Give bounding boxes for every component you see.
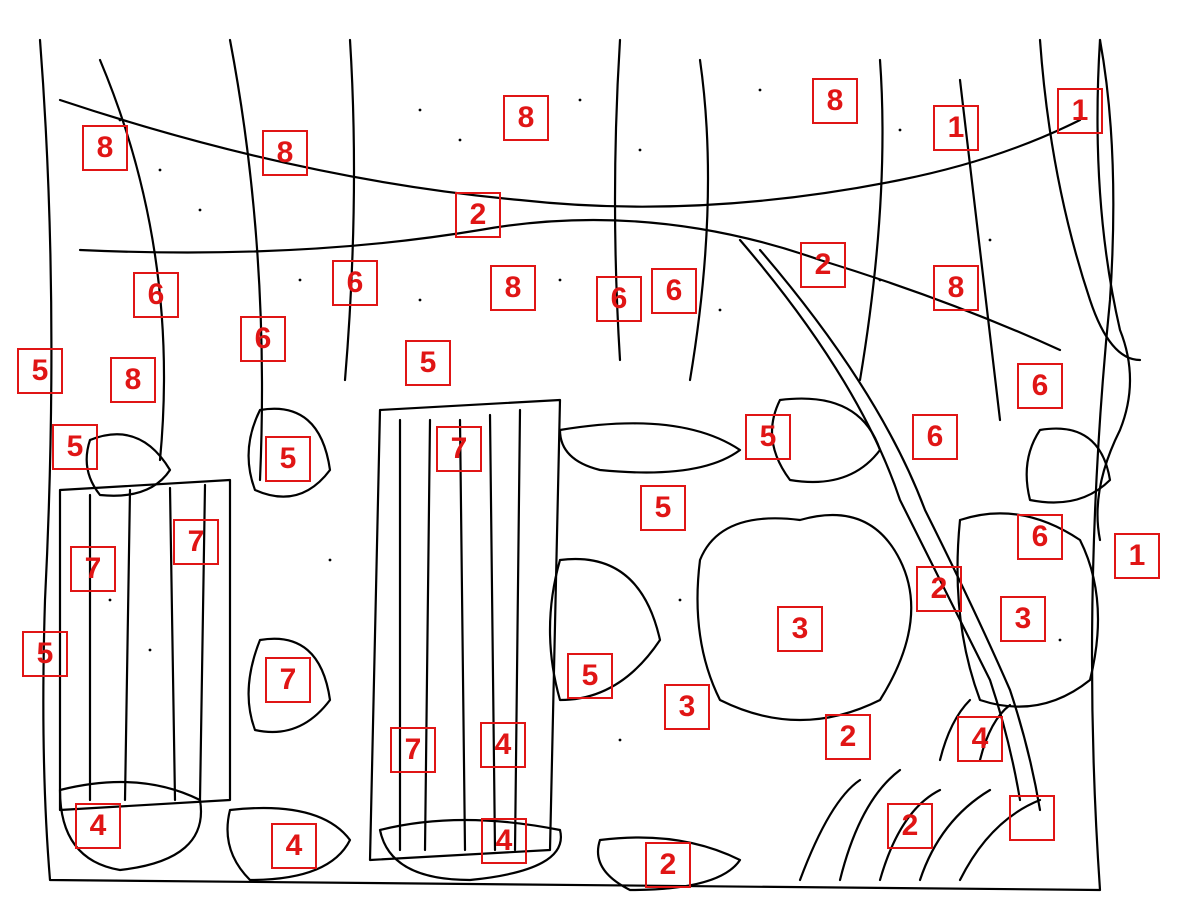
zone-label: 8 xyxy=(82,125,128,171)
zone-label: 7 xyxy=(436,426,482,472)
zone-label: 8 xyxy=(490,265,536,311)
zone-label: 3 xyxy=(664,684,710,730)
zone-label: 6 xyxy=(1017,514,1063,560)
zone-label: 2 xyxy=(916,566,962,612)
zone-label: 4 xyxy=(480,722,526,768)
zone-label: 4 xyxy=(957,716,1003,762)
zone-label: 6 xyxy=(1017,363,1063,409)
zone-label: 6 xyxy=(912,414,958,460)
zone-label: 8 xyxy=(812,78,858,124)
zone-label: 5 xyxy=(405,340,451,386)
zone-label: 1 xyxy=(933,105,979,151)
zone-label: 5 xyxy=(640,485,686,531)
zone-label: 2 xyxy=(887,803,933,849)
zone-label: 6 xyxy=(651,268,697,314)
zone-label: 7 xyxy=(390,727,436,773)
zone-label: 2 xyxy=(800,242,846,288)
zone-label: 4 xyxy=(271,823,317,869)
zone-label: 7 xyxy=(265,657,311,703)
zone-label: 8 xyxy=(110,357,156,403)
zone-label: 7 xyxy=(173,519,219,565)
zone-label: 3 xyxy=(777,606,823,652)
zone-label: 6 xyxy=(596,276,642,322)
zone-label: 1 xyxy=(1057,88,1103,134)
zone-label: 5 xyxy=(52,424,98,470)
zone-label: 8 xyxy=(933,265,979,311)
zone-label: 6 xyxy=(240,316,286,362)
zone-label: 5 xyxy=(567,653,613,699)
zone-label: 6 xyxy=(332,260,378,306)
zone-label: 4 xyxy=(481,818,527,864)
zone-label: 6 xyxy=(133,272,179,318)
zone-label: 5 xyxy=(22,631,68,677)
zone-label: 8 xyxy=(262,130,308,176)
zone-label: 5 xyxy=(745,414,791,460)
zone-label: 8 xyxy=(503,95,549,141)
zone-label: 2 xyxy=(455,192,501,238)
zone-label: 5 xyxy=(265,436,311,482)
zone-label: 2 xyxy=(825,714,871,760)
zone-label: 2 xyxy=(645,842,691,888)
zone-label: 4 xyxy=(75,803,121,849)
zone-label xyxy=(1009,795,1055,841)
zone-label: 7 xyxy=(70,546,116,592)
zone-label: 1 xyxy=(1114,533,1160,579)
zone-label: 5 xyxy=(17,348,63,394)
zone-label: 3 xyxy=(1000,596,1046,642)
